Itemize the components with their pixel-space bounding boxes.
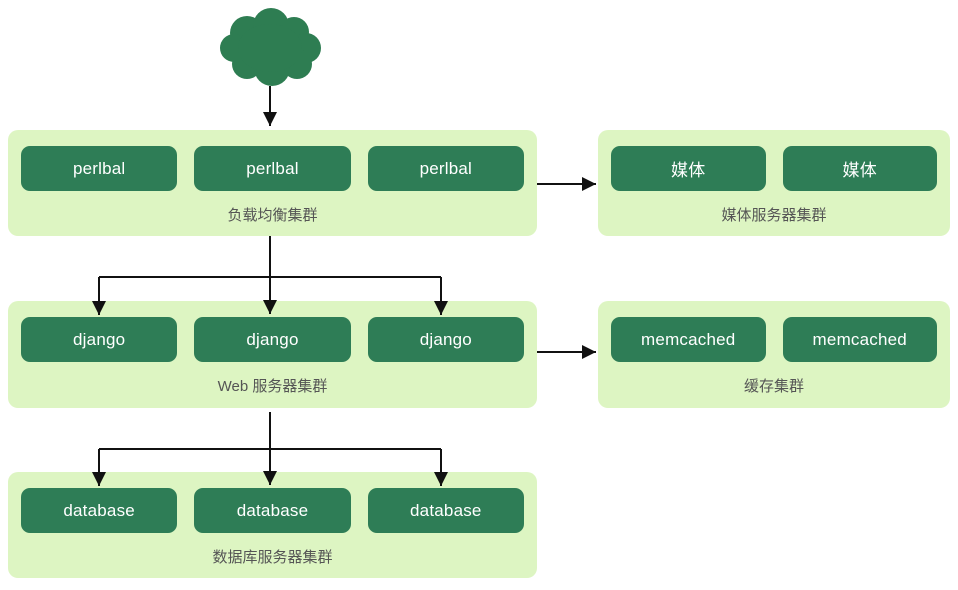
cluster-label-web-servers: Web 服务器集群 [217,378,328,395]
cluster-label-load-balancer: 负载均衡集群 [227,207,318,224]
node-row: memcached memcached [611,317,937,362]
cluster-database-servers: database database database 数据库服务器集群 [8,472,537,578]
node-perlbal-2: perlbal [194,146,351,191]
cluster-cache: memcached memcached 缓存集群 [598,301,950,408]
cluster-label-database-servers: 数据库服务器集群 [212,549,333,566]
node-memcached-1: memcached [611,317,766,362]
node-media-1: 媒体 [611,146,766,191]
node-memcached-2: memcached [782,317,937,362]
node-row: perlbal perlbal perlbal [21,146,524,191]
node-database-2: database [194,488,351,533]
cluster-web-servers: django django django Web 服务器集群 [8,301,537,408]
node-database-1: database [21,488,178,533]
cluster-label-cache: 缓存集群 [743,378,804,395]
node-django-2: django [194,317,351,362]
node-database-3: database [367,488,524,533]
node-media-2: 媒体 [782,146,937,191]
node-perlbal-1: perlbal [21,146,178,191]
cluster-load-balancer: perlbal perlbal perlbal 负载均衡集群 [8,130,537,236]
cluster-label-media-servers: 媒体服务器集群 [721,207,827,224]
node-django-1: django [21,317,178,362]
cluster-media-servers: 媒体 媒体 媒体服务器集群 [598,130,950,236]
node-row: django django django [21,317,524,362]
internet-cloud-icon [220,8,321,86]
node-row: database database database [21,488,524,533]
node-row: 媒体 媒体 [611,146,937,191]
node-perlbal-3: perlbal [367,146,524,191]
node-django-3: django [367,317,524,362]
